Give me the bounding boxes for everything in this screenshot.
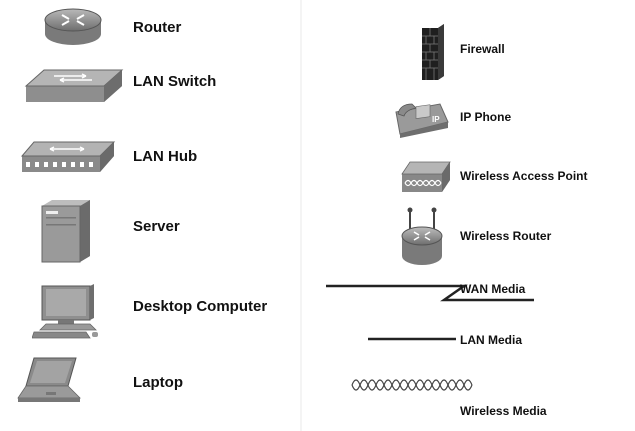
- router-icon: [44, 8, 102, 45]
- ip-phone-label: IP Phone: [460, 110, 512, 124]
- lan-switch-label: LAN Switch: [133, 73, 217, 90]
- desktop-computer-icon: [32, 284, 98, 339]
- server-label: Server: [133, 218, 180, 235]
- server-icon: [41, 200, 90, 263]
- firewall-label: Firewall: [460, 42, 505, 56]
- wireless-access-point-icon: [401, 161, 451, 192]
- wireless-access-point-label: Wireless Access Point: [460, 169, 588, 183]
- lan-hub-label: LAN Hub: [133, 148, 198, 165]
- laptop-icon: [17, 357, 81, 402]
- ip-phone-badge: IP: [432, 115, 440, 124]
- wan-media-icon: [326, 284, 534, 302]
- wireless-router-label: Wireless Router: [460, 229, 552, 243]
- ip-phone-icon: IP: [395, 103, 449, 138]
- lan-media-icon: [368, 337, 456, 341]
- wireless-router-icon: [401, 207, 443, 265]
- left-device-panel: Router LAN Switch LAN Hub: [0, 0, 300, 431]
- router-label: Router: [133, 19, 182, 36]
- firewall-icon: [422, 24, 444, 80]
- laptop-label: Laptop: [133, 374, 183, 391]
- panel-divider: [300, 0, 302, 431]
- desktop-computer-label: Desktop Computer: [133, 298, 268, 315]
- wireless-media-icon: [351, 379, 473, 391]
- wireless-media-label: Wireless Media: [460, 404, 547, 418]
- lan-media-label: LAN Media: [460, 333, 523, 347]
- wan-media-label: WAN Media: [460, 282, 526, 296]
- right-device-panel: Firewall IP IP Phone Wireless Access Poi…: [302, 0, 635, 431]
- lan-switch-icon: [24, 69, 124, 102]
- lan-hub-icon: [20, 141, 116, 172]
